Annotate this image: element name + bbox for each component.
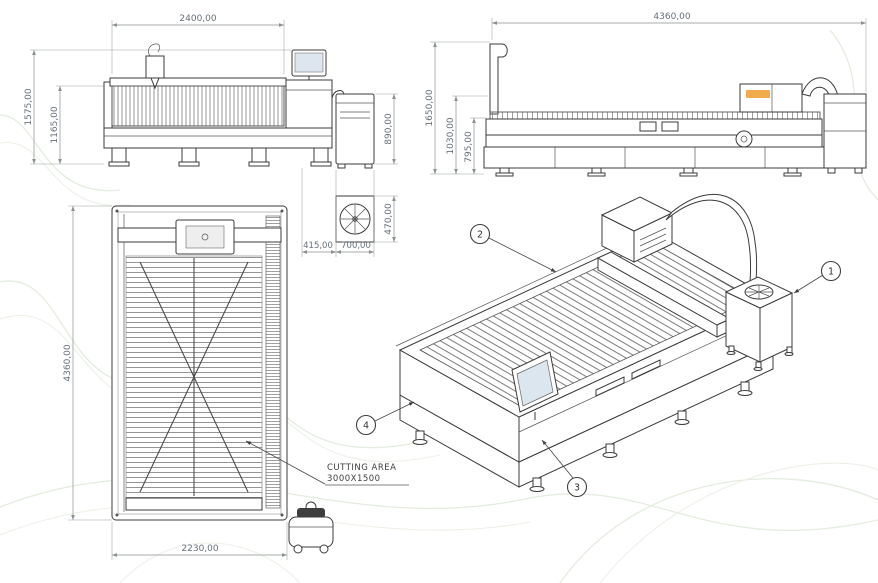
dim-chiller-height: 890,00	[384, 113, 394, 145]
balloon-3-number: 3	[574, 483, 580, 494]
dim-side-height-mid: 1030,00	[446, 117, 456, 154]
front-machine	[103, 43, 345, 167]
drawer-handle	[639, 121, 657, 132]
balloon-1-number: 1	[828, 267, 834, 278]
loading-arm	[489, 43, 508, 115]
dim-side-height-total: 1650,00	[425, 89, 435, 126]
laser-head	[145, 55, 165, 79]
front-view: 2400,00 1575,00 1165,00	[24, 14, 398, 257]
cutting-area-label: CUTTING AREA	[327, 463, 396, 473]
balloon-1: 1	[793, 260, 842, 294]
dim-gap-bottom: 415,00	[303, 241, 333, 251]
pump-cart	[288, 501, 334, 554]
brand-logo	[746, 90, 770, 98]
rotary-detail	[735, 130, 753, 148]
iso-chiller	[724, 276, 794, 371]
front-bed-slats	[111, 85, 285, 127]
iso-pendant	[511, 351, 559, 420]
balloon-4: 4	[355, 401, 415, 436]
control-tower	[285, 79, 333, 129]
fan-icon	[339, 203, 371, 235]
iso-view: 2 1 4 3	[355, 193, 842, 498]
dim-fan-height: 470,00	[384, 203, 394, 235]
dim-plan-width: 2230,00	[181, 544, 218, 554]
cutting-area-callout: CUTTING AREA 3000X1500	[245, 440, 409, 486]
balloon-2: 2	[469, 223, 557, 273]
side-view: 4360,00 1650,00 1030,00 795,00	[425, 12, 867, 177]
head-cable	[148, 43, 160, 57]
balloon-3: 3	[541, 439, 588, 498]
balloon-4-number: 4	[363, 421, 369, 432]
dim-chiller-width: 700,00	[341, 241, 371, 251]
dim-front-height-total: 1575,00	[24, 88, 34, 125]
dim-front-width: 2400,00	[179, 14, 216, 24]
laser-nozzle-icon	[150, 77, 160, 90]
balloon-2-number: 2	[477, 230, 483, 241]
cutting-area-size: 3000X1500	[327, 474, 381, 484]
plan-machine	[111, 205, 288, 521]
coolant-pipe	[331, 90, 345, 99]
plan-rack-strip	[265, 215, 281, 509]
side-machine	[483, 43, 867, 177]
dim-side-height-base: 795,00	[464, 131, 474, 163]
monitor-screen	[294, 52, 324, 73]
front-chiller	[335, 93, 375, 169]
drawer-handle	[661, 121, 679, 132]
side-slat-edge	[489, 111, 821, 120]
plan-view: 4360,00 2230,00 CUTTING AREA 300	[63, 205, 409, 560]
pendant-screen	[516, 359, 554, 407]
fan-unit	[335, 195, 375, 243]
dim-front-height-bed: 1165,00	[50, 106, 60, 143]
dim-plan-length: 4360,00	[63, 344, 73, 381]
dim-side-length: 4360,00	[653, 12, 690, 22]
